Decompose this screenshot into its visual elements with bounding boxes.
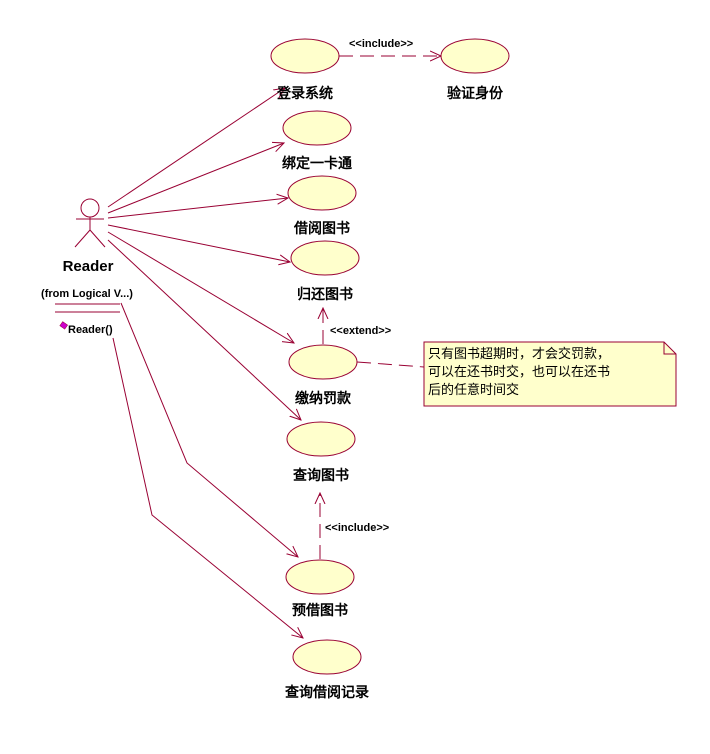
operation-icon: [59, 321, 68, 330]
use-case-return[interactable]: [290, 240, 360, 276]
assoc-borrow[interactable]: [107, 198, 288, 219]
stereotype-include-verify: <<include>>: [349, 38, 413, 50]
assoc-history[interactable]: [112, 337, 303, 638]
assoc-pay-fine[interactable]: [107, 231, 294, 343]
use-case-login[interactable]: [270, 38, 340, 74]
use-case-search[interactable]: [286, 421, 356, 457]
use-case-borrow[interactable]: [287, 175, 357, 211]
note-line-3: 后的任意时间交: [428, 382, 519, 398]
label-borrow: 借阅图书: [293, 220, 350, 237]
label-history: 查询借阅记录: [285, 684, 369, 701]
use-case-bind-card[interactable]: [282, 110, 352, 146]
label-reserve: 预借图书: [292, 602, 348, 619]
actor-operation: Reader(): [68, 324, 113, 336]
use-case-pay-fine[interactable]: [288, 344, 358, 380]
assoc-reserve[interactable]: [120, 302, 298, 557]
label-return: 归还图书: [297, 286, 353, 303]
stereotype-include-search: <<include>>: [325, 522, 389, 534]
use-case-verify[interactable]: [440, 38, 510, 74]
label-login: 登录系统: [276, 85, 333, 102]
note-line-2: 可以在还书时交，也可以在还书: [428, 364, 610, 380]
actor-name: Reader: [63, 258, 114, 275]
note[interactable]: 只有图书超期时，才会交罚款， 可以在还书时交，也可以在还书 后的任意时间交: [423, 341, 677, 407]
label-pay-fine: 缴纳罚款: [295, 390, 352, 407]
actor-package: (from Logical V...): [41, 288, 133, 300]
use-case-reserve[interactable]: [285, 559, 355, 595]
label-search: 查询图书: [293, 467, 349, 484]
stereotype-extend: <<extend>>: [330, 325, 391, 337]
use-case-history[interactable]: [292, 639, 362, 675]
label-bind-card: 绑定一卡通: [282, 155, 352, 172]
assoc-search[interactable]: [107, 239, 301, 420]
assoc-bind-card[interactable]: [107, 143, 284, 214]
note-anchor-link: [356, 361, 425, 368]
actor-head-icon: [80, 198, 100, 218]
note-line-1: 只有图书超期时，才会交罚款，: [428, 346, 610, 362]
assoc-return[interactable]: [107, 224, 290, 262]
assoc-login[interactable]: [107, 88, 285, 208]
label-verify: 验证身份: [447, 85, 504, 102]
actor-reader[interactable]: [55, 198, 120, 313]
